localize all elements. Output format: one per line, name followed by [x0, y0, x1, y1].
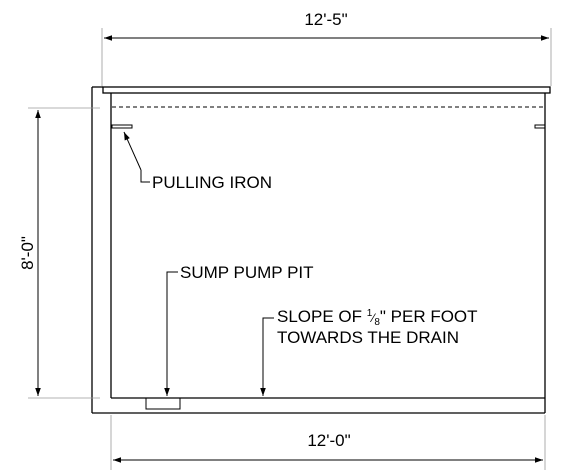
slope-label-line2: TOWARDS THE DRAIN [277, 328, 459, 347]
height-dimension: 8'-0" [18, 107, 100, 399]
sump-pit-leader [166, 271, 178, 284]
pulling-iron-right [534, 124, 546, 129]
top-dimension: 12'-5" [101, 10, 552, 86]
slope-leader [262, 317, 274, 330]
pulling-iron-callout: PULLING IRON [123, 131, 272, 192]
bottom-dim-text: 12'-0" [307, 431, 350, 450]
sump-pump-pit-callout: SUMP PUMP PIT [164, 263, 314, 396]
pulling-iron-arrow [123, 131, 142, 171]
floor [92, 397, 545, 414]
slope-label-line1: SLOPE OF 1⁄8" PER FOOT [277, 307, 478, 328]
left-wall [91, 86, 112, 413]
top-dim-text: 12'-5" [304, 10, 347, 29]
sump-pump-pit-label: SUMP PUMP PIT [180, 263, 314, 282]
slope-callout: SLOPE OF 1⁄8" PER FOOT TOWARDS THE DRAIN [260, 307, 478, 396]
bottom-dimension: 12'-0" [110, 415, 546, 470]
sump-pump-pit [145, 397, 181, 410]
pulling-iron-leader [140, 170, 150, 183]
pulling-iron-left [111, 124, 133, 129]
lid-slab [102, 86, 551, 94]
pulling-iron-label: PULLING IRON [152, 173, 272, 192]
height-dim-text: 8'-0" [18, 236, 37, 270]
